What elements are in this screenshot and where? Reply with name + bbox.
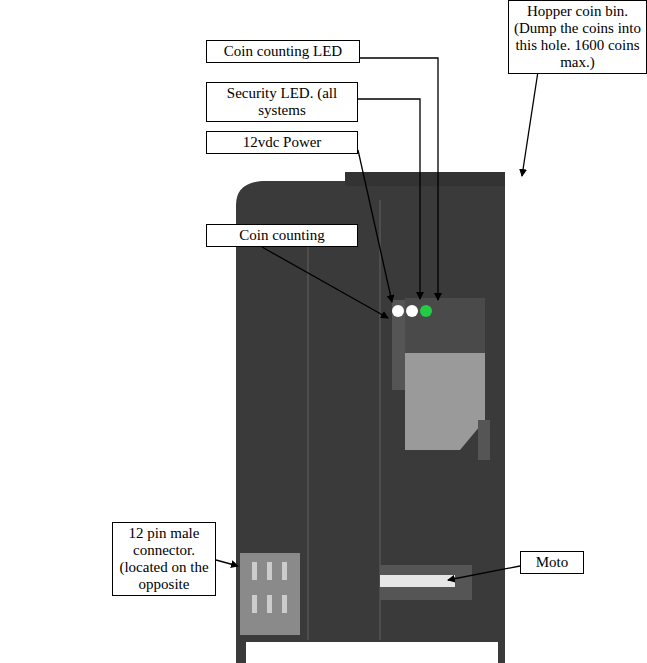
motor — [380, 565, 472, 600]
connector-callout: 12 pin male connector. (located on the o… — [112, 522, 216, 596]
led-callout: Coin counting LED — [206, 40, 360, 63]
callout-text: Hopper coin bin. (Dump the coins into th… — [513, 3, 642, 71]
connector-pin — [267, 595, 272, 613]
leader-line — [358, 150, 392, 302]
motor-callout: Moto — [520, 551, 584, 574]
callout-text: Coin counting LED — [211, 43, 355, 60]
motor-shaft — [380, 575, 455, 587]
callout-text: Moto — [525, 554, 579, 571]
callout-text: 12 pin male connector. (located on the o… — [117, 525, 211, 593]
coin-counting-led — [420, 305, 432, 317]
body-seam — [307, 230, 309, 640]
callout-text: 12vdc Power — [211, 134, 353, 151]
connector-pin — [282, 595, 287, 613]
hopper-lip — [345, 172, 505, 186]
leader-line — [448, 566, 520, 580]
power-callout: 12vdc Power — [206, 131, 358, 154]
base-slot — [246, 642, 498, 663]
leader-line — [360, 58, 438, 300]
sensor-tab — [478, 420, 490, 460]
leader-line — [216, 560, 238, 566]
connector-pin — [252, 562, 257, 580]
hopper-callout: Hopper coin bin. (Dump the coins into th… — [508, 0, 647, 74]
connector-pin — [252, 595, 257, 613]
leader-line — [358, 99, 420, 299]
connector-pin — [267, 562, 272, 580]
callout-text: Security LED. (all systems — [211, 85, 353, 119]
power-led — [392, 305, 404, 317]
led-callout: Security LED. (all systems — [206, 82, 358, 122]
connector-12-pin — [240, 553, 300, 635]
leader-line — [262, 247, 388, 318]
coin-counting-sensor — [392, 300, 405, 390]
board-panel — [405, 298, 485, 353]
hopper-body — [236, 181, 505, 663]
sensor-callout: Coin counting — [206, 224, 358, 247]
security-led — [406, 305, 418, 317]
sensor-plate — [405, 353, 485, 450]
connector-pin — [282, 562, 287, 580]
callout-text: Coin counting — [211, 227, 353, 244]
